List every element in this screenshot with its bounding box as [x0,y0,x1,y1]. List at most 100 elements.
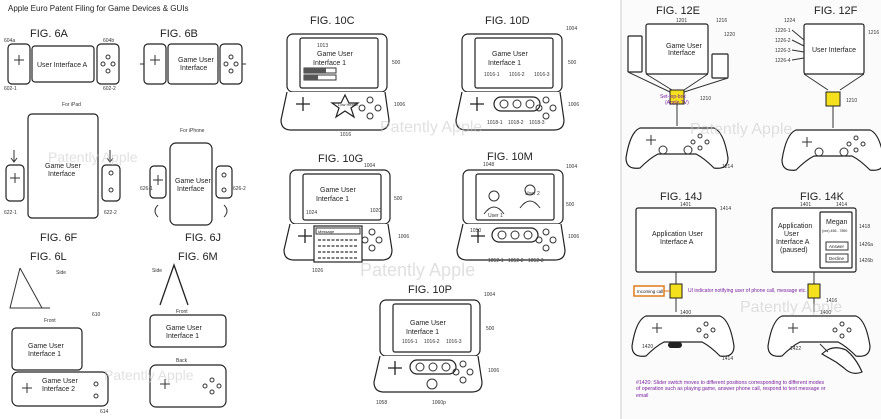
ref-626-1: 626-1 [140,186,153,192]
fig-10c-device [281,34,389,130]
ref-602-2: 602-2 [103,86,116,92]
fig-6m-screen-line1: Game User [166,325,202,332]
for-iphone-label: For iPhone [180,128,205,134]
fig-12e-label: FIG. 12E [656,5,700,17]
fig-14j-screen-line1: Application User [652,231,704,238]
ref-1004-p: 1004 [484,292,495,298]
ref-1050: 1050 [470,228,481,234]
ref-1018-2: 1018-2 [508,120,524,126]
fig-10g-label: FIG. 10G [318,153,363,165]
for-ipad-label: For iPad [62,102,81,108]
ref-500-c: 500 [392,60,401,66]
fig-6m-front: Front [176,309,188,315]
fig-10d-screen-line1: Game User [492,51,528,58]
ui-indicator-note-text: UI indicator notifying user of phone cal… [688,288,807,294]
ref-1216-f: 1216 [868,30,879,36]
ref-1058: 1058 [376,400,387,406]
fig-6l-ctrl-line1: Game User [42,378,78,385]
ref-10p-1016-2: 1016-2 [424,339,440,345]
fig-14k-screen-line3: Interface A [776,239,810,246]
fig-10m-device [457,170,565,260]
ref-1060p: 1060p [432,400,446,406]
ref-602-1: 602-1 [4,86,17,92]
ref-1414-j2: 1414 [722,356,733,362]
ref-1016-3: 1016-3 [534,72,550,78]
fig-6m-label: FIG. 6M [178,251,218,263]
ref-1006-p: 1006 [488,368,499,374]
ref-1224: 1224 [784,18,795,24]
fig-6a-label: FIG. 6A [30,28,69,40]
ref-1214-e: 1214 [722,164,733,170]
ref-1426b: 1426b [859,258,873,264]
fig-10c-label: FIG. 10C [310,15,355,27]
fig-14k-caller-number: (xxx) 456 - 7890 [822,229,847,233]
fig-6j-screen-line2: Interface [177,186,204,193]
ref-1018-3: 1018-3 [529,120,545,126]
ref-1400-j: 1400 [680,310,691,316]
ref-1414-k: 1414 [836,202,847,208]
ref-1220: 1220 [724,32,735,38]
ref-614: 614 [100,409,109,415]
ref-626-2: 626-2 [233,186,246,192]
ref-1048: 1048 [483,162,494,168]
ref-500-p: 500 [486,326,495,332]
fig-14k-caller-name: Megan [826,219,848,226]
ref-500-g: 500 [394,196,403,202]
fig-10m-user2: User 2 [525,191,540,197]
fig-6l-screen-line1: Game User [28,343,64,350]
fig-6m-screen-line2: Interface 1 [166,333,199,340]
fig-10c-screen-line1: Game User [317,51,353,58]
ref-1020: 1020 [370,208,381,214]
ref-610: 610 [92,312,101,318]
ref-604b: 604b [103,38,114,44]
fig-10g-screen-line2: Interface 1 [316,196,349,203]
fig-14j-screen-line2: Interface A [660,239,694,246]
ref-604a: 604a [4,38,15,44]
ref-1024: 1024 [306,210,317,216]
ref-622-2: 622-2 [104,210,117,216]
fig-6m-side: Side [152,268,162,274]
ref-1006-m: 1006 [568,234,579,240]
watermark-6: Patently Apple [740,299,842,316]
apple-tv-label: (Apple TV) [665,100,689,106]
watermark-3: Patently Apple [360,260,475,280]
fig-6l-ctrl-line2: Interface 2 [42,386,75,393]
ref-500-m: 500 [566,202,575,208]
fig-6f-label: FIG. 6F [40,232,78,244]
ref-1016: 1016 [340,132,351,138]
watermark-4: Patently Apple [104,367,194,383]
ref-1414-j: 1414 [720,206,731,212]
fig-10p-label: FIG. 10P [408,284,452,296]
fig-6m-back: Back [176,358,188,364]
fig-6a-screen-text: User Interface A [37,62,88,69]
ref-1016-2: 1016-2 [509,72,525,78]
fig-6b-screen-line2: Interface [180,65,207,72]
ref-1226-2: 1226-2 [775,38,791,44]
ref-1420: 1420 [642,344,653,350]
ref-1216-e: 1216 [716,18,727,24]
fig-6l-front: Front [44,318,56,324]
ref-1052-2: 1052-2 [508,258,524,264]
header-title: Apple Euro Patent Filing for Game Device… [8,4,189,13]
fig-6l-label: FIG. 6L [30,251,67,263]
fig-10p-device [374,300,482,392]
fig-10g-message: Message [318,229,335,234]
fig-14k-screen-line4: (paused) [780,247,808,254]
fig-6l-side: Side [56,270,66,276]
fig-10d-label: FIG. 10D [485,15,530,27]
fig-12e-screen-line1: Game User [666,43,702,50]
ref-1026: 1026 [312,268,323,274]
fig-12f-label: FIG. 12F [814,5,858,17]
ref-1401-k: 1401 [800,202,811,208]
ref-1401-j: 1401 [680,202,691,208]
fig-14k-screen-line2: User [784,231,799,238]
fig-6j-screen-line1: Game User [175,178,211,185]
fig-14k-screen-line1: Application [778,223,812,230]
fig-6b-screen-line1: Game User [178,57,214,64]
fig-10p-screen-line2: Interface 1 [406,329,439,336]
ref-1016-1: 1016-1 [484,72,500,78]
ref-1052-3: 1052-3 [528,258,544,264]
ref-500-d: 500 [568,60,577,66]
slider-note-box: #1420: Slider switch moves to different … [636,380,826,416]
fig-10c-low-health: Low Health [338,102,358,107]
